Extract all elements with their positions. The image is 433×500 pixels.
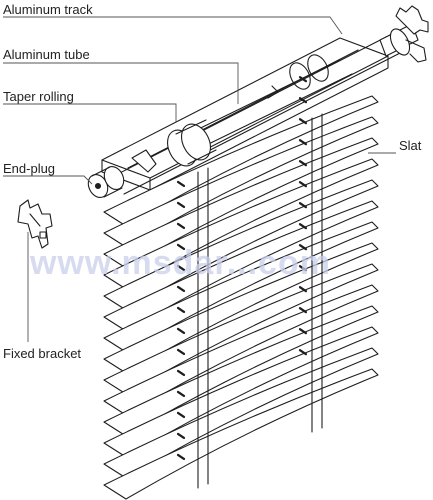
cord-stitch xyxy=(176,369,186,377)
slat xyxy=(103,263,379,395)
cord-stitch xyxy=(176,201,186,209)
label-fixed-bracket: Fixed bracket xyxy=(3,346,82,361)
cord-stitch xyxy=(176,222,186,230)
label-taper-rolling: Taper rolling xyxy=(3,89,74,104)
cord-stitch xyxy=(298,286,308,293)
end-plug-shape xyxy=(87,149,157,198)
cord-stitch xyxy=(298,118,308,125)
cord-stitch xyxy=(176,306,186,314)
slat xyxy=(103,326,379,458)
cord-stitch xyxy=(176,411,186,419)
cord-stitch xyxy=(298,265,308,272)
label-slat: Slat xyxy=(399,138,422,153)
fixed-bracket-shape xyxy=(17,199,53,249)
cord-stitch xyxy=(176,243,186,251)
slat xyxy=(103,347,379,479)
cord-stitch xyxy=(176,432,186,440)
cord-stitch xyxy=(176,348,186,356)
cord-stitch xyxy=(298,307,308,314)
cord-stitch xyxy=(298,139,308,146)
cord-stitch xyxy=(176,264,186,272)
leader-lines xyxy=(3,16,396,342)
cord-stitch xyxy=(176,327,186,335)
slats xyxy=(103,95,379,500)
slat xyxy=(103,368,379,500)
label-aluminum-tube: Aluminum tube xyxy=(3,47,90,62)
right-bracket-shape xyxy=(379,5,429,63)
cord-stitch xyxy=(298,349,308,356)
cord-stitch xyxy=(176,285,186,293)
cord-stitch xyxy=(176,180,186,188)
cord-stitch xyxy=(298,244,308,251)
cord-stitches xyxy=(176,76,308,461)
slat xyxy=(103,305,379,437)
label-end-plug: End-plug xyxy=(3,161,56,176)
ladder-cords xyxy=(197,113,323,489)
label-aluminum-track: Aluminum track xyxy=(3,2,93,17)
cord-stitch xyxy=(176,390,186,398)
cord-stitch xyxy=(298,223,308,230)
slat xyxy=(103,221,379,353)
cord-stitch xyxy=(298,160,308,167)
slat xyxy=(103,200,379,332)
slat xyxy=(103,158,379,290)
aluminum-tube-shape xyxy=(109,33,407,195)
slat xyxy=(103,137,379,269)
cord-stitch xyxy=(298,76,308,83)
cord-stitch xyxy=(298,97,308,104)
slat xyxy=(103,284,379,416)
cord-stitch xyxy=(298,328,308,335)
cord-stitch xyxy=(298,181,308,188)
slat xyxy=(103,116,379,248)
watermark: www.msdar...com xyxy=(30,244,331,282)
slat xyxy=(103,95,379,227)
slat xyxy=(103,242,379,374)
slat xyxy=(103,179,379,311)
cord-stitch xyxy=(176,453,186,461)
taper-rolling-shape xyxy=(167,119,217,167)
cord-stitch xyxy=(298,202,308,209)
